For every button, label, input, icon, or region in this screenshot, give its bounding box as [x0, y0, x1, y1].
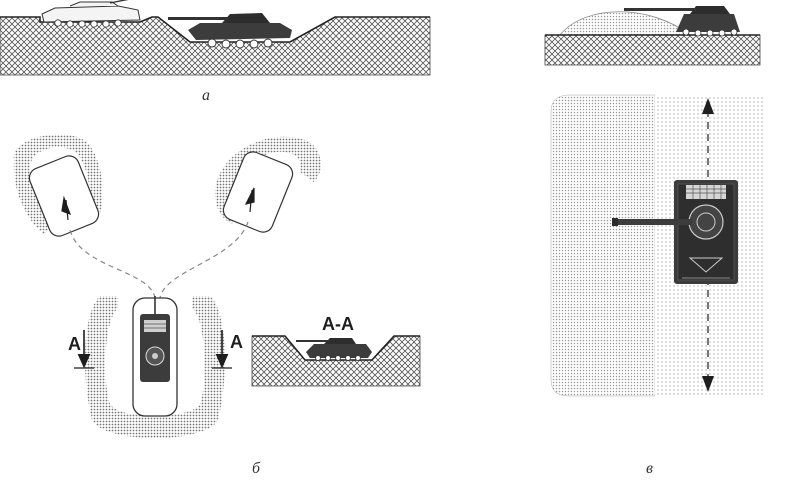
caption-panel-v: в [646, 460, 653, 477]
movement-path-right [159, 221, 249, 299]
direction-arrow-icon [702, 98, 714, 114]
direction-arrow-icon [244, 187, 255, 213]
section-arrow-left: A [68, 330, 94, 369]
caption-panel-a: а [202, 87, 210, 104]
section-a-a: A-A [251, 314, 421, 387]
panel-v-dark-strip [550, 94, 656, 397]
panel-v-soil [544, 34, 761, 66]
panel-a-ground-line [0, 16, 430, 43]
tank-side-view-icon [41, 0, 141, 28]
panel-b-plan: A A A-A [13, 134, 421, 438]
direction-arrow-icon [61, 195, 72, 221]
emplacement-upper-right [214, 136, 321, 233]
tank-side-view-icon [296, 338, 372, 361]
section-arrow-right: A [212, 330, 243, 369]
section-label-right: A [230, 332, 243, 352]
panel-v-berm [559, 11, 692, 36]
panel-v-plan [550, 94, 765, 397]
emplacement-main [85, 296, 225, 438]
section-label-left: A [68, 334, 81, 354]
movement-path-left [69, 229, 156, 299]
panel-a-trench-section [0, 0, 431, 76]
tank-side-view-icon [168, 13, 292, 49]
panel-v-side-section [544, 6, 761, 66]
tank-side-view-icon [624, 6, 740, 37]
caption-panel-b: б [252, 460, 261, 477]
section-a-a-title: A-A [322, 314, 354, 334]
emplacement-upper-left [13, 134, 103, 237]
tank-top-view-icon [140, 296, 170, 382]
tank-top-view-icon [612, 180, 738, 284]
direction-arrow-icon [702, 376, 714, 392]
